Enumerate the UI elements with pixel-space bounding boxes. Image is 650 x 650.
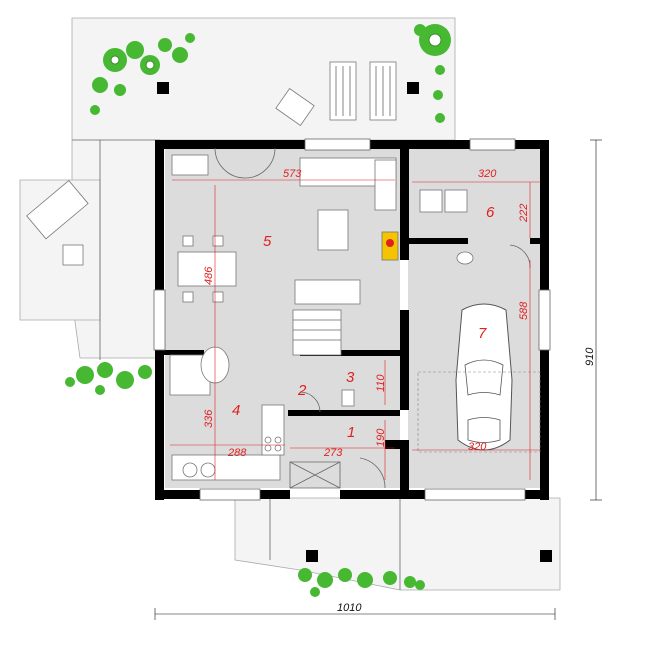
garage-door-line — [417, 371, 541, 453]
room-number-7: 7 — [478, 325, 487, 342]
room-number-2: 2 — [297, 382, 307, 399]
room-number-4: 4 — [232, 402, 240, 419]
windows — [153, 138, 551, 501]
outdoor-furniture — [26, 61, 397, 266]
dim-total-depth: 910 — [584, 347, 596, 366]
dim-dining-height: 486 — [203, 266, 215, 285]
dim-garage-width: 320 — [468, 441, 487, 453]
dimension-labels: 573 486 336 288 273 190 110 320 222 588 … — [203, 168, 596, 614]
doors — [214, 147, 531, 489]
plants — [65, 24, 451, 597]
car-icon — [455, 303, 513, 451]
dim-utility-width: 320 — [478, 168, 497, 180]
room-number-5: 5 — [263, 233, 272, 250]
dim-hall-width: 273 — [323, 447, 343, 459]
dim-living-width: 573 — [283, 168, 302, 180]
exterior-dimension-lines — [154, 139, 602, 620]
room-labels: 1 2 3 4 5 6 7 — [232, 204, 495, 441]
dim-garage-height: 588 — [518, 301, 530, 320]
walls — [155, 140, 549, 500]
room-number-3: 3 — [346, 369, 355, 386]
dim-wc-height: 110 — [375, 374, 387, 392]
room-number-6: 6 — [486, 204, 495, 221]
dim-hall-height: 190 — [375, 428, 387, 447]
dimension-lines — [170, 179, 540, 480]
room-number-1: 1 — [347, 424, 355, 441]
dim-kitchen-height: 336 — [203, 409, 215, 428]
dim-total-width: 1010 — [337, 602, 362, 614]
dim-utility-height: 222 — [518, 204, 530, 223]
dim-kitchen-width: 288 — [227, 447, 247, 459]
